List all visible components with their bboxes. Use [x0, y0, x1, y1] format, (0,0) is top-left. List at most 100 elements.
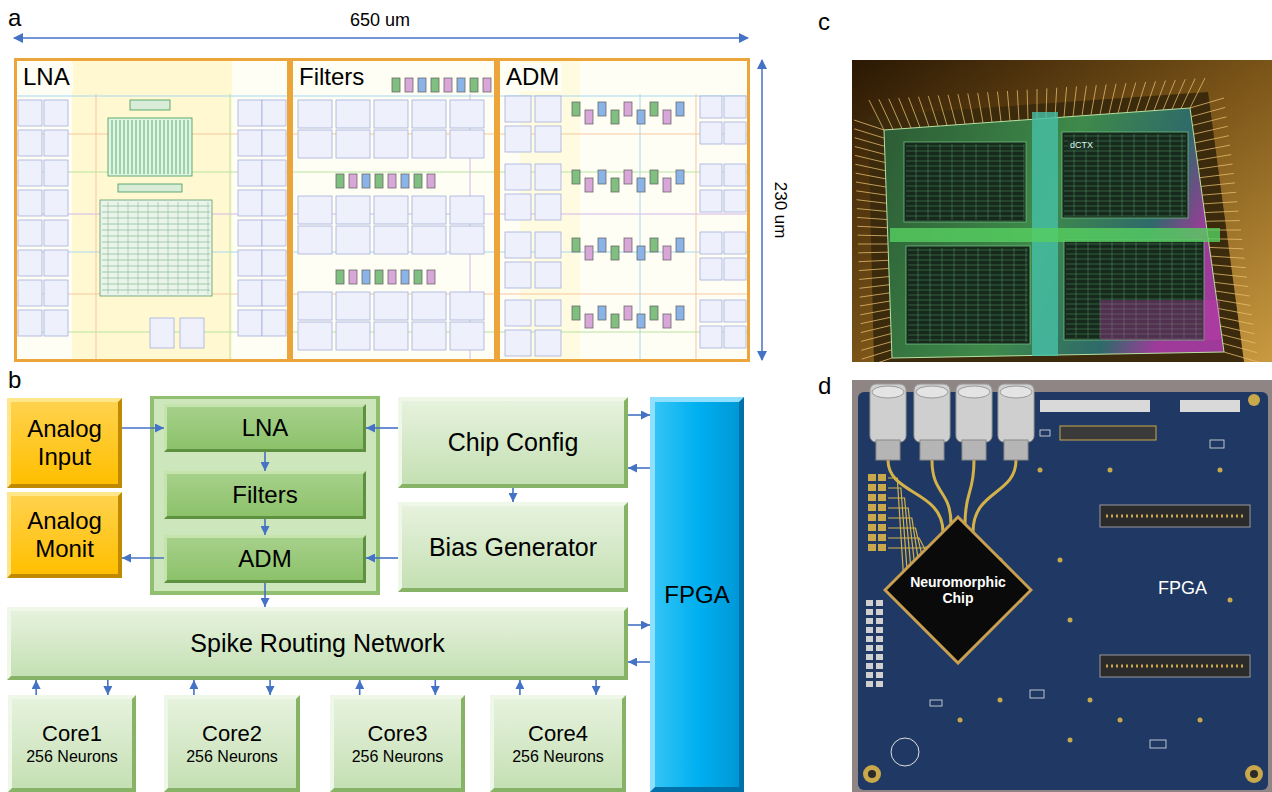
- arrow-connector: [122, 427, 164, 429]
- wire-bond: [1219, 317, 1253, 324]
- chip-layout: [611, 314, 619, 328]
- chip-layout: [700, 300, 722, 322]
- chip-layout: [238, 160, 262, 186]
- wire-bond: [854, 78, 1258, 362]
- chip-layout: [585, 178, 593, 192]
- pcb-board: [868, 770, 876, 778]
- chip-layout: [572, 170, 580, 184]
- pcb-via: [1040, 430, 1050, 436]
- analog-block: Filters: [164, 471, 366, 519]
- neuron-array: [908, 325, 1028, 326]
- chip-layout: [298, 226, 332, 254]
- chip-layout: [336, 226, 370, 254]
- pin-header: [878, 534, 886, 541]
- box-label: ADM: [503, 63, 562, 91]
- chip-layout: [414, 174, 422, 188]
- box-label: Filters: [232, 481, 297, 509]
- chip-layout: [535, 262, 561, 288]
- chip-layout: [663, 110, 671, 124]
- wire-bond: [1091, 85, 1096, 115]
- pin-header: [876, 627, 883, 633]
- chip-layout: [132, 120, 133, 174]
- core-box: Core3256 Neurons: [330, 695, 465, 792]
- chip-layout: [724, 122, 746, 144]
- pcb-trace: [888, 528, 922, 554]
- pcb-board: [1100, 505, 1250, 527]
- neuron-array: [1066, 279, 1202, 280]
- wire-bond: [1199, 164, 1233, 169]
- neuron-array: [1182, 134, 1183, 216]
- arrow-connector: [595, 680, 597, 695]
- neuron-array: [1064, 206, 1186, 207]
- chip-layout: [18, 100, 42, 126]
- chip-layout: [298, 292, 332, 320]
- chip-photo: [890, 228, 1220, 242]
- neuron-array: [1064, 156, 1186, 157]
- wire-bond: [978, 93, 983, 123]
- chip-layout: [14, 58, 750, 362]
- chip-layout: [457, 78, 465, 92]
- chip-layout: [168, 202, 169, 294]
- box-label: Core2: [202, 721, 262, 746]
- wire-bond: [918, 97, 929, 127]
- chip-layout: [262, 280, 286, 306]
- pcb-board: [1248, 394, 1260, 406]
- pin-header: [866, 663, 873, 669]
- chip-layout: [118, 202, 119, 294]
- chip-layout: [18, 190, 42, 216]
- neuron-array: [908, 290, 1028, 291]
- chip-layout: [724, 326, 746, 348]
- chip-layout: [120, 120, 121, 174]
- arrow-connector: [366, 427, 398, 429]
- chip-layout: [374, 292, 408, 320]
- pin-header: [878, 494, 886, 501]
- neuron-array: [1122, 134, 1123, 216]
- pcb-board: [1060, 426, 1156, 440]
- arrow-connector: [107, 680, 109, 695]
- chip-layout: [336, 174, 344, 188]
- pcb-trace: [973, 460, 1016, 532]
- arrow-connector: [264, 452, 266, 471]
- arrow-connector: [359, 680, 361, 695]
- neuron-array: [1064, 176, 1186, 177]
- chip-layout: [450, 196, 484, 224]
- chip-layout: [418, 78, 426, 92]
- neuron-array: [908, 275, 1028, 276]
- neuron-array: [1066, 254, 1202, 255]
- neuron-array: [906, 166, 1024, 167]
- pin-header: [866, 645, 873, 651]
- wire-bond: [854, 129, 884, 138]
- chip-layout: [412, 130, 446, 158]
- pcb-board: [1180, 400, 1240, 412]
- chip-layout: [724, 300, 746, 322]
- pin-header: [866, 627, 873, 633]
- chip-layout: [427, 270, 435, 284]
- bnc-connector: [914, 384, 950, 442]
- neuron-array: [906, 221, 1024, 222]
- chip-layout: [336, 130, 370, 158]
- box-label: Core1: [42, 721, 102, 746]
- pcb-via: [1038, 468, 1043, 473]
- chip-layout: [450, 226, 484, 254]
- wire-bond: [988, 92, 992, 122]
- neuron-array: [906, 181, 1024, 182]
- neuron-array: [906, 216, 1024, 217]
- chip-layout: [116, 120, 117, 174]
- box-label: 256 Neurons: [512, 748, 604, 766]
- wire-bond: [1220, 326, 1254, 334]
- bnc-connector: [916, 386, 948, 398]
- wire-bond: [1007, 91, 1010, 121]
- neuron-array: [978, 248, 979, 342]
- neuron-array: [908, 335, 1028, 336]
- neuron-array: [1024, 144, 1025, 220]
- wire-bond: [1027, 90, 1029, 120]
- chip-layout: [700, 96, 722, 118]
- chip-layout: [611, 246, 619, 260]
- chip-layout: [535, 194, 561, 220]
- chip-layout: [598, 170, 606, 184]
- box-label: 256 Neurons: [26, 748, 118, 766]
- chip-layout: [238, 100, 262, 126]
- wire-bond: [1211, 256, 1245, 258]
- neuron-array: [1066, 294, 1202, 295]
- chip-layout: [724, 190, 746, 212]
